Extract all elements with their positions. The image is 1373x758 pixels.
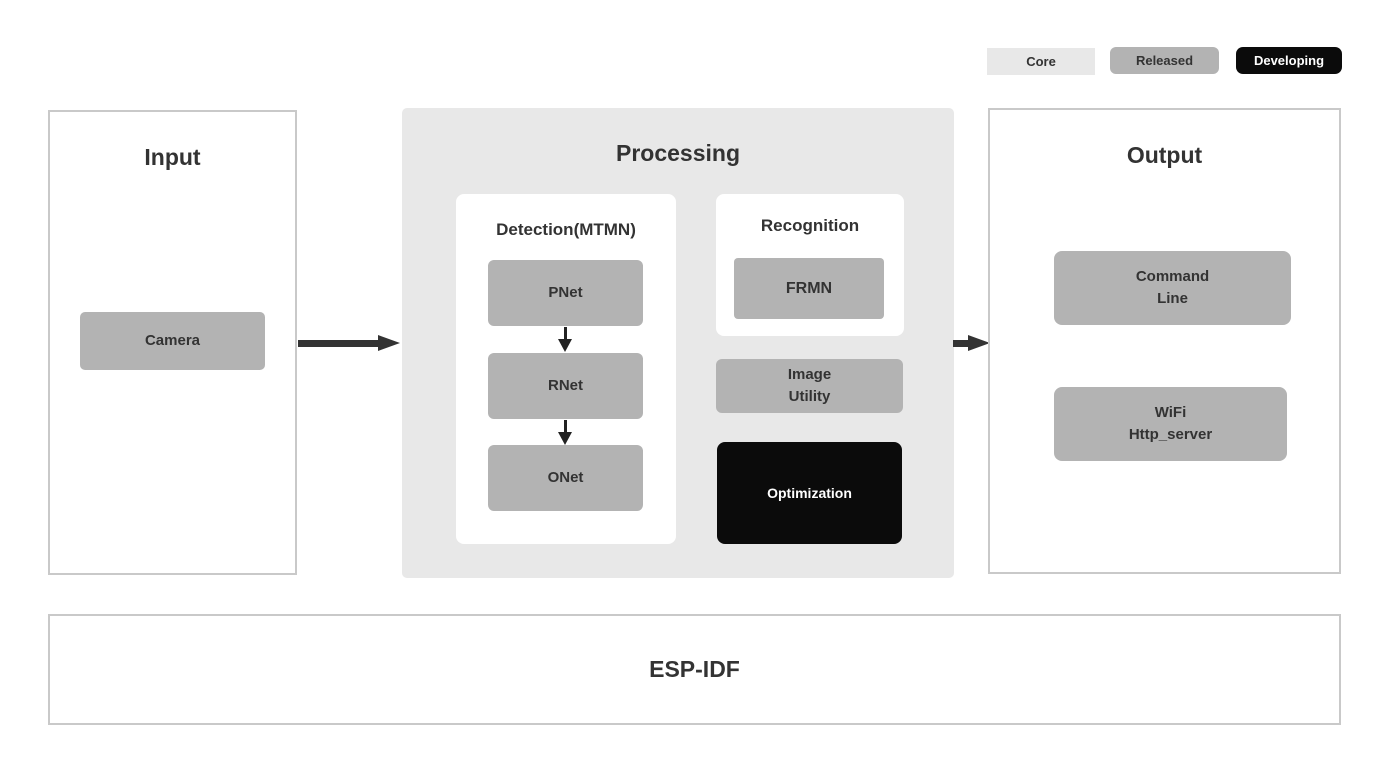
arrow-head-icon <box>968 335 990 351</box>
image-utility-line2: Utility <box>788 388 831 405</box>
arrow-head-icon <box>378 335 400 351</box>
output-title: Output <box>1126 142 1203 168</box>
wifi-line1: WiFi <box>1154 404 1187 422</box>
wifi-http-server-node: WiFi Http_server <box>1054 387 1287 461</box>
detection-title: Detection(MTMN) <box>496 220 636 239</box>
arrow-shaft <box>563 420 567 433</box>
command-line-line2: Line <box>1157 290 1188 307</box>
recognition-title: Recognition <box>760 216 860 235</box>
arrow-shaft <box>953 340 970 347</box>
camera-node: Camera <box>80 312 265 370</box>
frmn-node: FRMN <box>734 258 884 319</box>
arrow-shaft <box>563 327 567 340</box>
arrow-head-icon <box>558 339 572 352</box>
rnet-node: RNet <box>488 353 643 419</box>
legend-developing-badge: Developing <box>1236 47 1342 74</box>
wifi-line2: Http_server <box>1128 426 1213 443</box>
pnet-node: PNet <box>488 260 643 326</box>
image-utility-line1: Image <box>787 366 832 384</box>
processing-title: Processing <box>616 140 740 166</box>
espidf-title: ESP-IDF <box>649 656 740 682</box>
legend-released-badge: Released <box>1110 47 1219 74</box>
command-line-line1: Command <box>1135 268 1210 286</box>
input-title: Input <box>144 144 201 170</box>
arrow-rnet-to-onet <box>558 420 572 445</box>
arrow-head-icon <box>558 432 572 445</box>
command-line-node: Command Line <box>1054 251 1291 325</box>
onet-node: ONet <box>488 445 643 511</box>
optimization-node: Optimization <box>717 442 902 544</box>
arrow-pnet-to-rnet <box>558 327 572 353</box>
arrow-shaft <box>298 340 380 347</box>
espidf-panel: ESP-IDF <box>48 614 1341 725</box>
legend-core-badge: Core <box>987 48 1095 75</box>
output-panel: Output <box>988 108 1341 574</box>
image-utility-node: Image Utility <box>716 359 903 413</box>
arrow-processing-to-output <box>953 335 990 351</box>
arrow-input-to-processing <box>298 335 400 351</box>
